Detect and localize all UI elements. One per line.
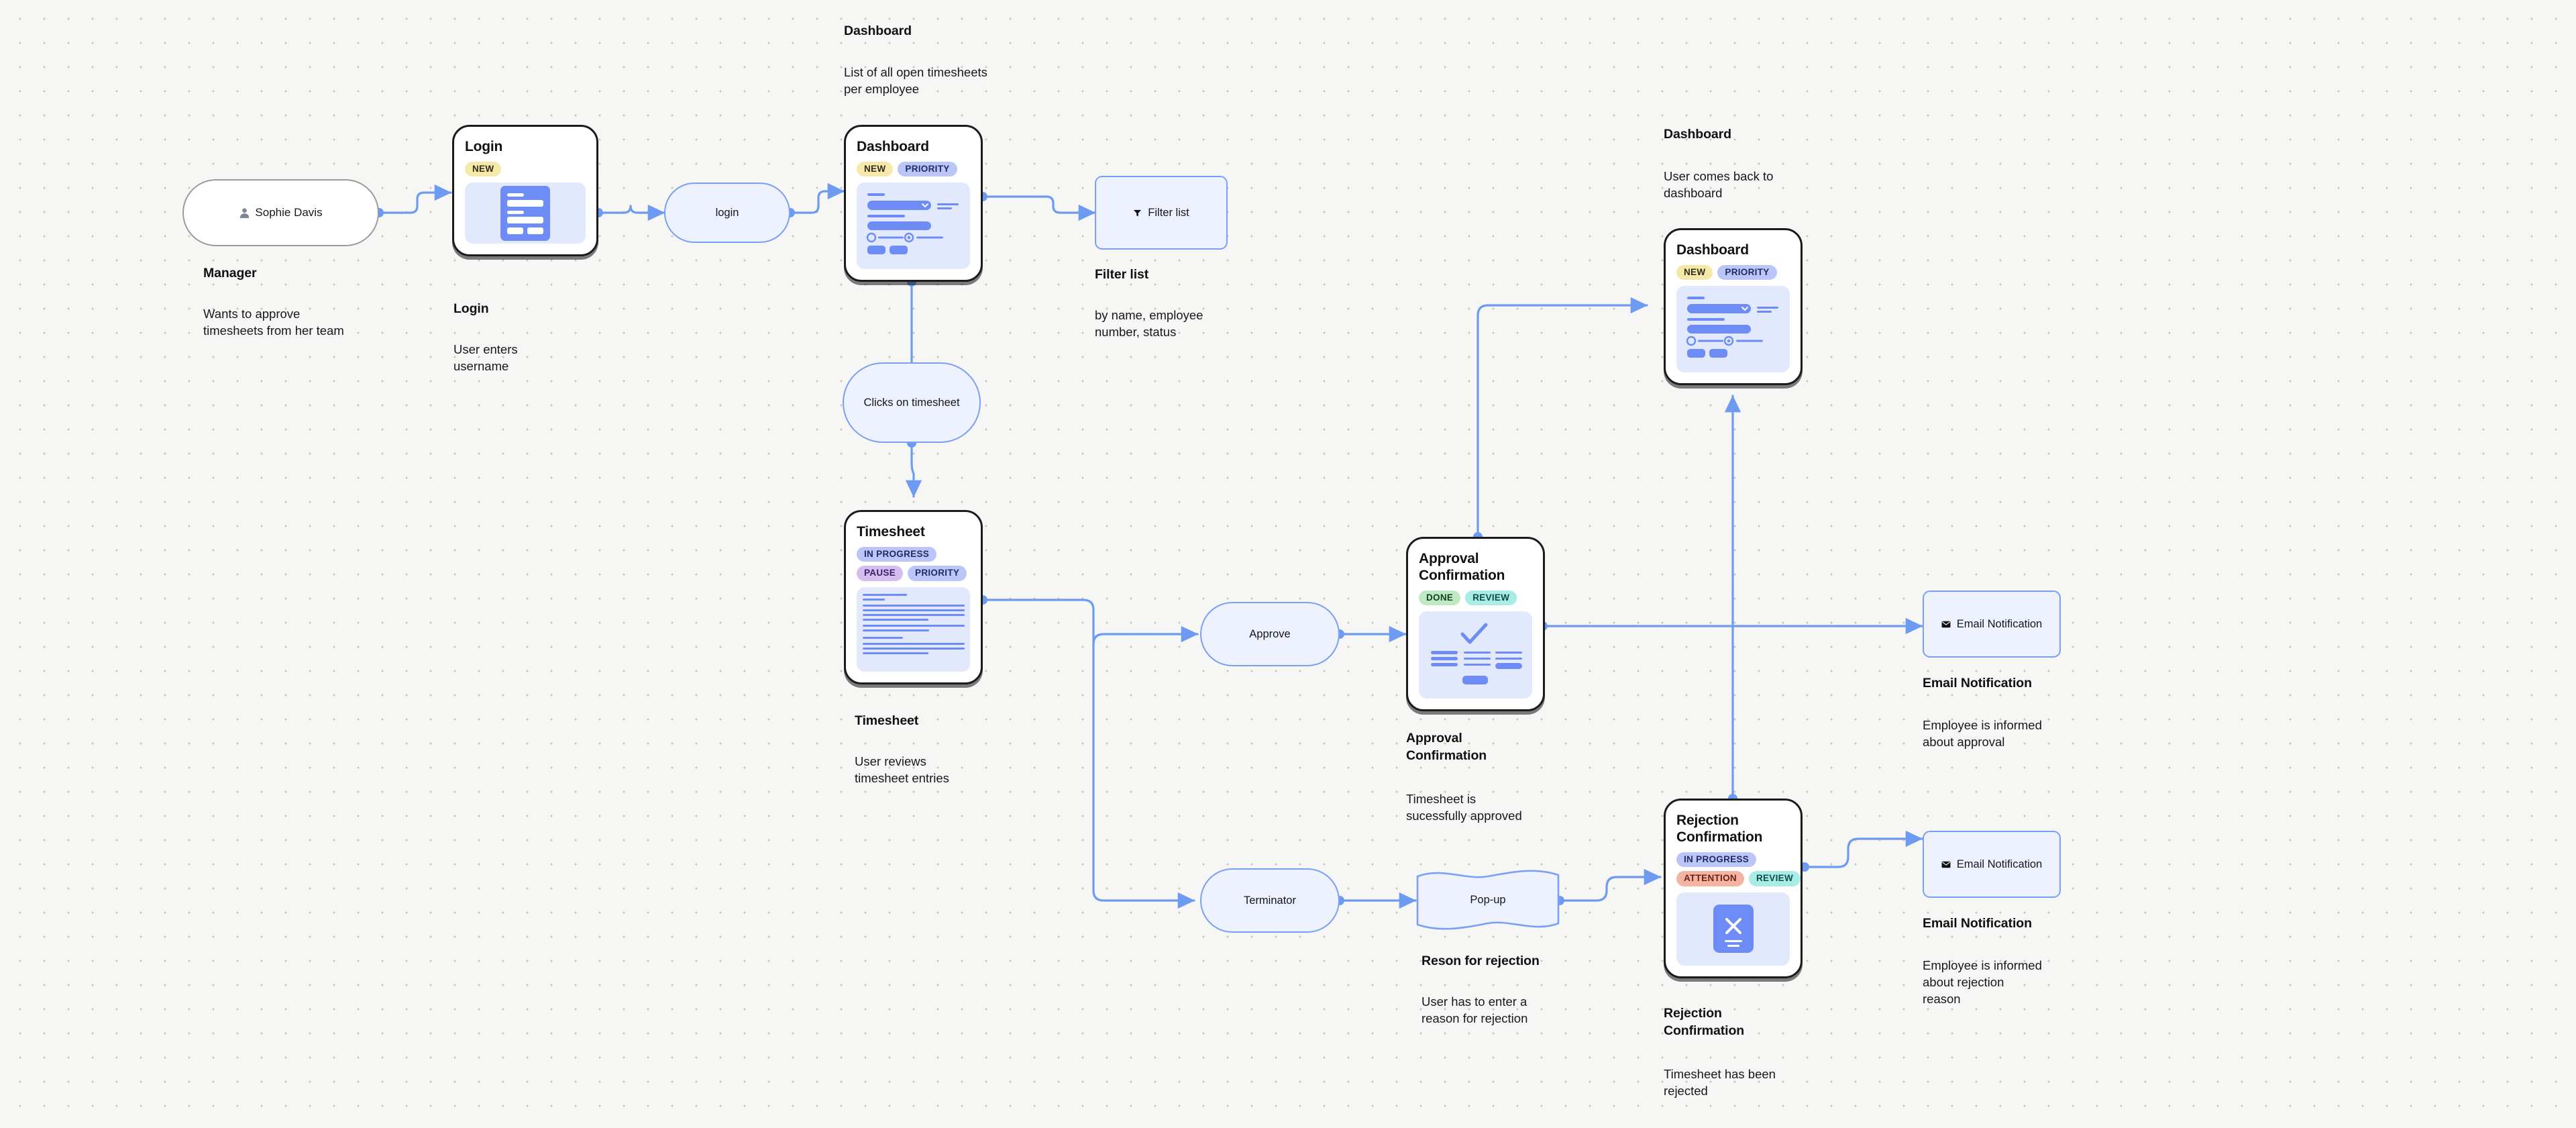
login-caption-title: Login <box>453 301 489 316</box>
process-clicks-on-timesheet[interactable]: Clicks on timesheet <box>843 362 981 443</box>
filter-list-label: Filter list <box>1148 206 1189 219</box>
filter-caption-desc: by name, employee number, status <box>1095 308 1203 340</box>
badge-pause: PAUSE <box>857 566 904 581</box>
badge-priority: PRIORITY <box>898 161 957 177</box>
node-popup[interactable]: Pop-up <box>1415 870 1560 930</box>
filter-icon <box>1133 209 1142 217</box>
email-rejection-caption-title: Email Notification <box>1923 916 2032 931</box>
dashboard-return-badges: NEW PRIORITY <box>1676 264 1790 280</box>
x-mark-mock <box>1676 892 1790 966</box>
popup-caption-desc: User has to enter a reason for rejection <box>1421 994 1528 1026</box>
process-login-action[interactable]: login <box>664 183 790 243</box>
timesheet-lines-mock <box>857 586 970 672</box>
timesheet-caption-desc: User reviews timesheet entries <box>855 754 949 786</box>
screen-card-login[interactable]: Login NEW <box>452 125 598 256</box>
timesheet-caption-title: Timesheet <box>855 713 919 728</box>
login-form-mock <box>465 183 586 244</box>
person-icon <box>239 207 250 219</box>
screen-card-rejection-confirmation[interactable]: Rejection Confirmation IN PROGRESS ATTEN… <box>1664 799 1803 978</box>
process-terminator[interactable]: Terminator <box>1200 868 1340 933</box>
login-card-badges: NEW <box>465 161 586 177</box>
login-card-title: Login <box>465 139 503 154</box>
screen-card-dashboard-return[interactable]: Dashboard NEW PRIORITY <box>1664 228 1803 385</box>
email-approval-label: Email Notification <box>1956 617 2043 630</box>
approve-label: Approve <box>1249 627 1291 640</box>
dashboard-return-caption-desc: User comes back to dashboard <box>1664 169 1774 201</box>
screen-card-approval-confirmation[interactable]: Approval Confirmation DONE REVIEW <box>1406 537 1545 711</box>
screen-card-timesheet[interactable]: Timesheet IN PROGRESS PAUSE PRIORITY <box>844 510 983 684</box>
badge-done: DONE <box>1419 590 1461 606</box>
email-approval-caption-desc: Employee is informed about approval <box>1923 718 2042 750</box>
rejection-card-badges: IN PROGRESS ATTENTION REVIEW <box>1676 852 1801 886</box>
badge-new: NEW <box>857 161 894 177</box>
badge-priority: PRIORITY <box>908 566 967 581</box>
email-rejection-label: Email Notification <box>1956 858 2043 870</box>
wavy-shape <box>1416 870 1560 930</box>
envelope-icon <box>1941 861 1951 868</box>
approval-caption-title: Approval Confirmation <box>1406 731 1487 763</box>
popup-caption-title: Reson for rejection <box>1421 954 1540 968</box>
rejection-caption-desc: Timesheet has been rejected <box>1664 1067 1776 1098</box>
approval-card-badges: DONE REVIEW <box>1419 590 1532 606</box>
node-email-notification-approval[interactable]: Email Notification <box>1923 591 2061 658</box>
popup-label: Pop-up <box>1470 893 1506 906</box>
timesheet-card-title: Timesheet <box>857 524 925 540</box>
node-filter-list[interactable]: Filter list <box>1095 176 1228 250</box>
actor-caption-title: Manager <box>203 266 257 280</box>
clicks-on-timesheet-label: Clicks on timesheet <box>863 396 960 409</box>
check-mark-mock <box>1419 611 1532 699</box>
badge-priority: PRIORITY <box>1717 264 1777 280</box>
dashboard-caption-desc: List of all open timesheets per employee <box>844 65 987 97</box>
process-approve[interactable]: Approve <box>1200 602 1340 666</box>
email-rejection-caption-desc: Employee is informed about rejection rea… <box>1923 958 2042 1007</box>
dashboard-card-title: Dashboard <box>857 139 929 154</box>
login-caption-desc: User enters username <box>453 342 518 374</box>
approval-caption-desc: Timesheet is sucessfully approved <box>1406 792 1522 823</box>
dashboard-list-mock <box>857 183 970 269</box>
node-email-notification-rejection[interactable]: Email Notification <box>1923 831 2061 898</box>
badge-new: NEW <box>465 161 502 177</box>
dashboard-list-mock <box>1676 286 1790 372</box>
badge-review: REVIEW <box>1465 590 1517 606</box>
screen-card-dashboard[interactable]: Dashboard NEW PRIORITY <box>844 125 983 282</box>
rejection-card-title: Rejection Confirmation <box>1676 813 1763 845</box>
login-action-label: login <box>715 206 739 219</box>
email-approval-caption-title: Email Notification <box>1923 676 2032 690</box>
envelope-icon <box>1941 621 1951 628</box>
actor-caption-desc: Wants to approve timesheets from her tea… <box>203 307 344 338</box>
badge-in-progress: IN PROGRESS <box>1676 852 1757 868</box>
badge-new: NEW <box>1676 264 1713 280</box>
dashboard-return-title: Dashboard <box>1676 242 1749 258</box>
filter-caption-title: Filter list <box>1095 267 1149 282</box>
timesheet-card-badges: IN PROGRESS PAUSE PRIORITY <box>857 546 970 581</box>
dashboard-caption-title: Dashboard <box>844 23 912 38</box>
badge-attention: ATTENTION <box>1676 871 1744 886</box>
dashboard-return-caption-title: Dashboard <box>1664 127 1731 142</box>
badge-review: REVIEW <box>1748 871 1801 886</box>
actor-name: Sophie Davis <box>255 206 323 219</box>
rejection-caption-title: Rejection Confirmation <box>1664 1006 1745 1038</box>
dashboard-card-badges: NEW PRIORITY <box>857 161 970 177</box>
badge-in-progress: IN PROGRESS <box>857 546 937 562</box>
terminator-label: Terminator <box>1244 894 1296 907</box>
approval-card-title: Approval Confirmation <box>1419 551 1505 583</box>
start-node-actor[interactable]: Sophie Davis <box>182 179 379 246</box>
